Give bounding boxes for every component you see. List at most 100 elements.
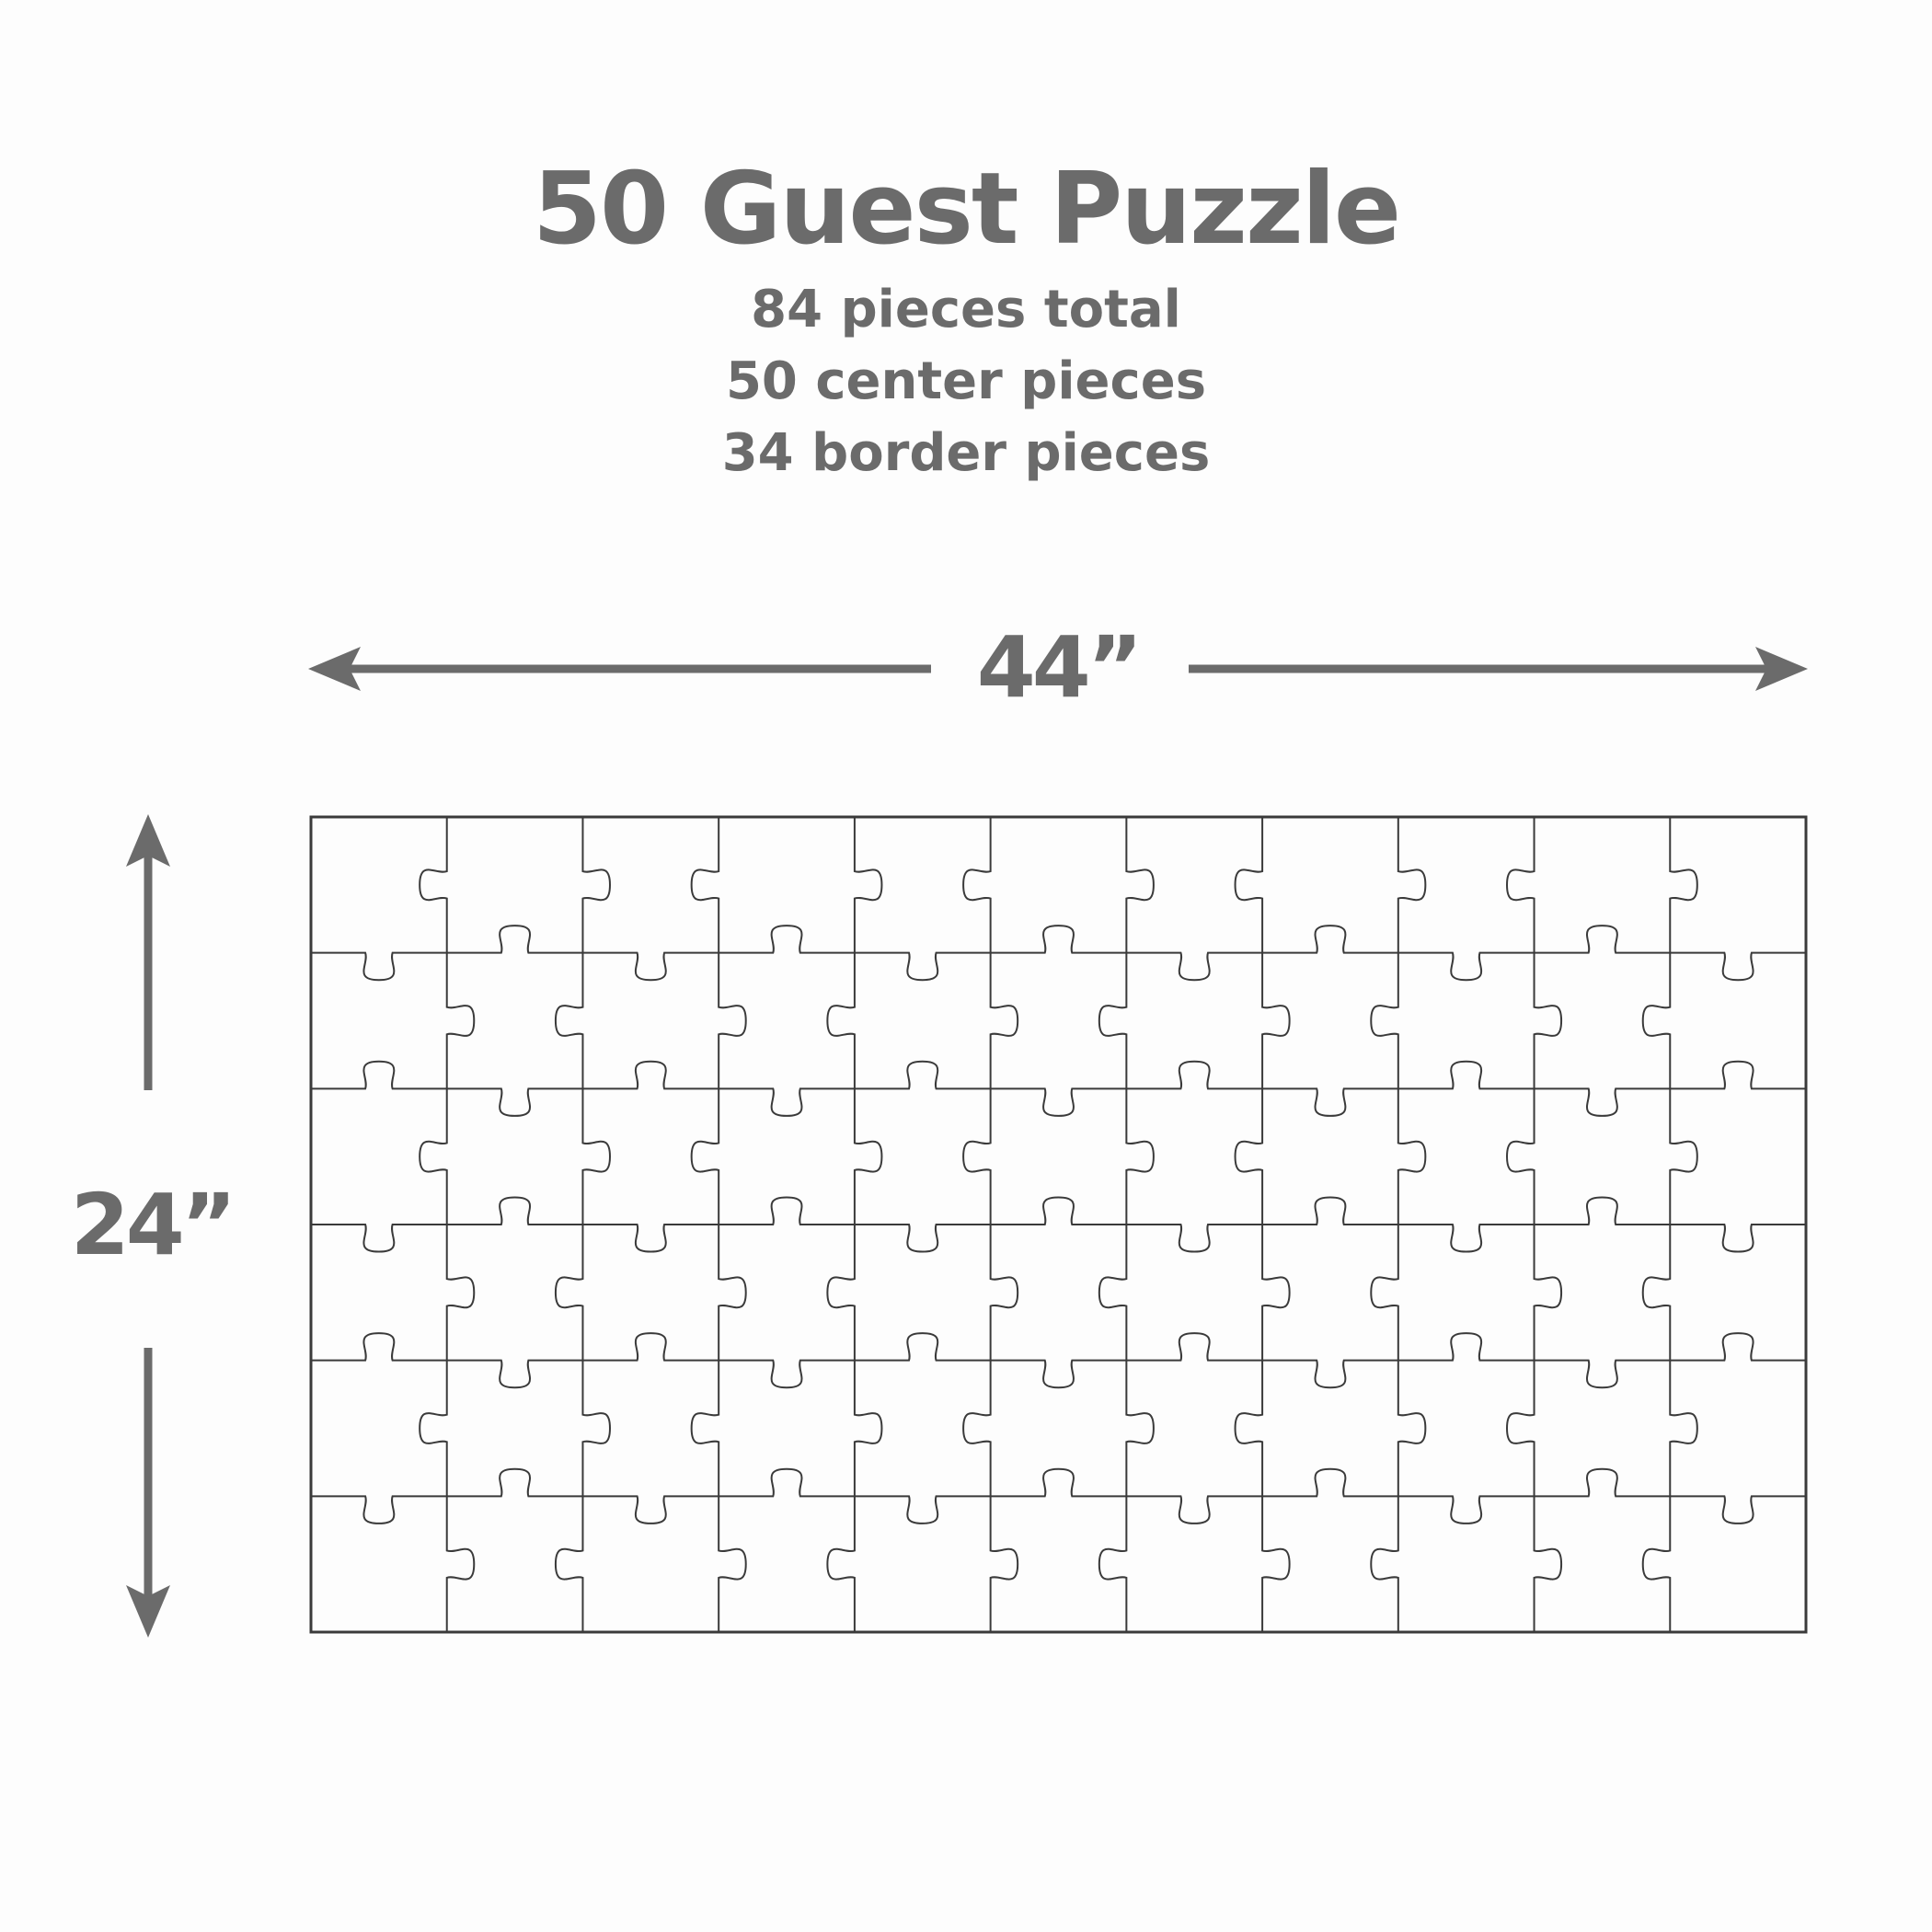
puzzle-cut-horizontal — [582, 951, 719, 982]
puzzle-cut-vertical — [445, 1225, 476, 1361]
puzzle-cut-vertical — [1533, 952, 1563, 1089]
puzzle-cut-vertical — [419, 817, 448, 953]
puzzle-cut-horizontal — [1262, 1196, 1398, 1225]
puzzle-cut-horizontal — [719, 1359, 855, 1389]
puzzle-cut-vertical — [853, 817, 883, 953]
puzzle-cut-horizontal — [311, 951, 447, 982]
puzzle-cut-vertical — [581, 817, 611, 953]
puzzle-cut-vertical — [989, 1496, 1019, 1632]
height-arrow-top-head — [126, 814, 170, 867]
puzzle-cut-vertical — [1397, 1360, 1427, 1497]
puzzle-cut-vertical — [1370, 1225, 1399, 1361]
puzzle-cut-vertical — [1234, 817, 1264, 953]
puzzle-cut-vertical — [989, 1225, 1019, 1361]
puzzle-cut-vertical — [1098, 1496, 1128, 1632]
puzzle-cut-horizontal — [990, 1196, 1127, 1225]
puzzle-cut-horizontal — [854, 1224, 991, 1253]
puzzle-cut-vertical — [1098, 1225, 1128, 1361]
puzzle-cut-vertical — [690, 817, 720, 953]
puzzle-cut-vertical — [1533, 1225, 1563, 1361]
puzzle-cut-horizontal — [854, 1332, 991, 1362]
puzzle-cut-horizontal — [719, 1087, 855, 1117]
puzzle-cut-vertical — [826, 1225, 856, 1361]
page-title: 50 Guest Puzzle — [532, 152, 1401, 267]
puzzle-cut-horizontal — [1534, 1359, 1671, 1389]
puzzle-cut-vertical — [419, 1088, 448, 1225]
puzzle-cut-horizontal — [990, 925, 1127, 954]
width-dimension-label: 44” — [976, 618, 1144, 717]
puzzle-cut-horizontal — [446, 925, 583, 954]
puzzle-cut-horizontal — [1126, 1224, 1263, 1253]
puzzle-cut-vertical — [445, 952, 476, 1089]
puzzle-cut-vertical — [419, 1360, 448, 1497]
puzzle-cut-vertical — [962, 1360, 992, 1497]
puzzle-cut-horizontal — [719, 1467, 855, 1498]
puzzle-cut-horizontal — [311, 1332, 447, 1362]
puzzle-cut-horizontal — [1126, 1332, 1263, 1362]
puzzle-cut-horizontal — [1397, 1332, 1535, 1362]
puzzle-cut-vertical — [1506, 817, 1535, 953]
puzzle-cut-vertical — [826, 1496, 856, 1632]
puzzle-cut-horizontal — [1670, 951, 1806, 982]
puzzle-cut-vertical — [690, 1360, 720, 1497]
puzzle-cut-horizontal — [1397, 951, 1535, 982]
puzzle-cut-vertical — [1261, 1225, 1291, 1361]
puzzle-cut-horizontal — [1534, 1467, 1671, 1498]
stat-total: 84 pieces total — [751, 280, 1181, 339]
puzzle-cut-horizontal — [1397, 1224, 1535, 1253]
puzzle-cut-horizontal — [446, 1196, 583, 1225]
puzzle-cut-horizontal — [1397, 1495, 1535, 1524]
puzzle-outline — [309, 815, 1808, 1634]
puzzle-cut-horizontal — [854, 1495, 991, 1524]
puzzle-cut-horizontal — [1670, 1224, 1806, 1253]
puzzle-cut-vertical — [1125, 817, 1155, 953]
puzzle-cut-vertical — [1641, 1225, 1672, 1361]
puzzle-cut-horizontal — [446, 1467, 583, 1498]
puzzle-cut-vertical — [690, 1088, 720, 1225]
puzzle-cut-horizontal — [1126, 951, 1263, 982]
puzzle-cut-vertical — [718, 1225, 747, 1361]
puzzle-cut-vertical — [1234, 1088, 1264, 1225]
puzzle-cut-horizontal — [582, 1224, 719, 1253]
puzzle-cut-horizontal — [1534, 925, 1671, 954]
puzzle-cut-vertical — [581, 1360, 611, 1497]
puzzle-cut-horizontal — [1262, 1359, 1398, 1389]
height-arrow — [126, 814, 170, 1638]
puzzle-cut-horizontal — [582, 1060, 719, 1090]
puzzle-cut-vertical — [826, 952, 856, 1089]
height-arrow-bottom-head — [126, 1585, 170, 1638]
stat-border: 34 border pieces — [721, 423, 1211, 483]
width-arrow — [308, 647, 1808, 691]
width-arrow-right-head — [1755, 647, 1808, 691]
puzzle-cut-horizontal — [446, 1359, 583, 1389]
puzzle-cut-horizontal — [1534, 1087, 1671, 1117]
puzzle-cut-vertical — [1506, 1360, 1535, 1497]
height-dimension-label: 24” — [70, 1176, 237, 1274]
puzzle-cut-vertical — [554, 952, 584, 1089]
puzzle-cut-vertical — [718, 952, 747, 1089]
puzzle-cut-vertical — [1397, 1088, 1427, 1225]
puzzle-cut-vertical — [1125, 1088, 1155, 1225]
puzzle-cut-horizontal — [1397, 1060, 1535, 1090]
puzzle-cut-horizontal — [990, 1467, 1127, 1498]
puzzle-cut-horizontal — [1670, 1332, 1806, 1362]
puzzle-cut-horizontal — [854, 951, 991, 982]
puzzle-cut-horizontal — [719, 925, 855, 954]
puzzle-cut-horizontal — [311, 1495, 447, 1524]
puzzle-cut-horizontal — [1670, 1495, 1806, 1524]
puzzle-cut-horizontal — [582, 1495, 719, 1524]
puzzle-cut-vertical — [1370, 952, 1399, 1089]
puzzle-cut-vertical — [1397, 817, 1427, 953]
puzzle-cut-horizontal — [582, 1332, 719, 1362]
puzzle-cut-vertical — [445, 1496, 476, 1632]
puzzle-cut-vertical — [962, 1088, 992, 1225]
puzzle-cut-horizontal — [1262, 1467, 1398, 1498]
puzzle-cut-vertical — [1533, 1496, 1563, 1632]
puzzle-cut-vertical — [962, 817, 992, 953]
puzzle-cut-horizontal — [1126, 1495, 1263, 1524]
puzzle-cut-horizontal — [1262, 925, 1398, 954]
puzzle-grid — [311, 817, 1806, 1632]
puzzle-cut-vertical — [1098, 952, 1128, 1089]
puzzle-cut-horizontal — [854, 1060, 991, 1090]
piece-stats: 84 pieces total 50 center pieces 34 bord… — [0, 274, 1932, 489]
